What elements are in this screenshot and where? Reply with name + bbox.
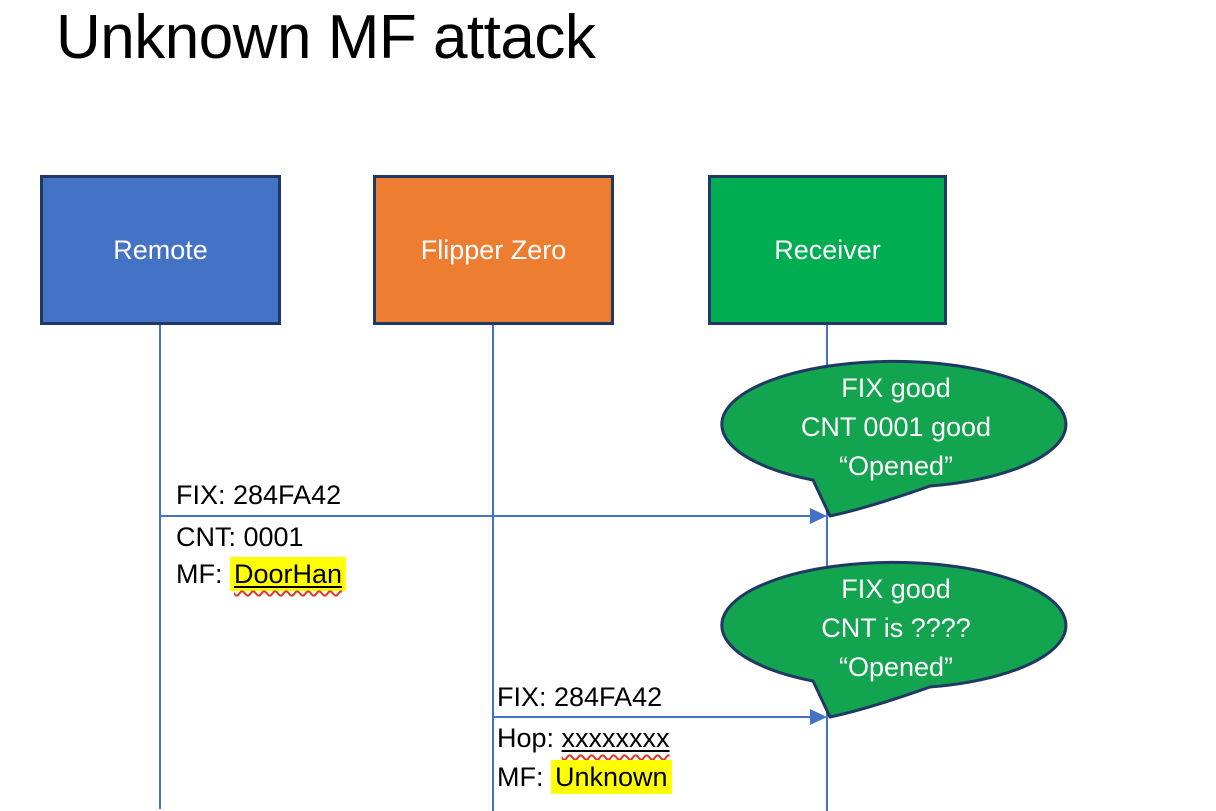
message2-arrow-line (493, 716, 812, 718)
message1-arrow-line (160, 515, 812, 517)
message2-hop-prefix: Hop: (497, 723, 562, 753)
lifeline-flipper-zero (492, 325, 494, 811)
slide-title: Unknown MF attack (56, 3, 596, 72)
callout1-text: FIX good CNT 0001 good “Opened” (728, 369, 1064, 486)
actor-label-flipper-zero: Flipper Zero (420, 234, 567, 265)
message1-mf-label: MF: DoorHan (176, 557, 347, 591)
speech-bubble-shape (720, 560, 1068, 719)
actor-label-remote: Remote (113, 234, 208, 265)
message1-mf-highlight: DoorHan (230, 557, 347, 591)
callout1-line1: FIX good (841, 373, 951, 403)
message1-mf-value: DoorHan (234, 559, 343, 589)
callout2-line1: FIX good (841, 574, 951, 604)
message2-hop-value: xxxxxxxx (561, 723, 670, 753)
lifeline-remote (159, 325, 161, 809)
message1-arrowhead (810, 508, 827, 524)
callout2-text: FIX good CNT is ???? “Opened” (728, 570, 1064, 687)
message2-hop-label: Hop: xxxxxxxx (497, 722, 670, 754)
callout1-line3: “Opened” (838, 451, 954, 481)
actor-box-receiver: Receiver (708, 175, 947, 325)
actor-label-receiver: Receiver (774, 234, 881, 265)
callout2-line3: “Opened” (838, 652, 954, 682)
message2-arrowhead (810, 709, 827, 725)
message2-mf-prefix: MF: (497, 762, 551, 792)
speech-bubble-shape (720, 359, 1068, 518)
callout2-line2: CNT is ???? (821, 613, 971, 643)
message1-mf-squiggle: DoorHan (234, 559, 342, 589)
receiver-callout-1: FIX good CNT 0001 good “Opened” (718, 358, 1074, 520)
message2-hop-squiggle: xxxxxxxx (562, 723, 670, 753)
message2-mf-label: MF: Unknown (497, 760, 672, 794)
message2-fix-label: FIX: 284FA42 (497, 682, 663, 712)
actor-box-remote: Remote (40, 175, 281, 325)
message1-fix-label: FIX: 284FA42 (176, 480, 342, 510)
message1-mf-prefix: MF: (176, 559, 230, 589)
callout1-line2: CNT 0001 good (800, 412, 992, 442)
message2-mf-value: Unknown (551, 760, 672, 794)
actor-box-flipper-zero: Flipper Zero (373, 175, 614, 325)
message1-cnt-label: CNT: 0001 (176, 522, 304, 552)
receiver-callout-2: FIX good CNT is ???? “Opened” (718, 559, 1074, 721)
